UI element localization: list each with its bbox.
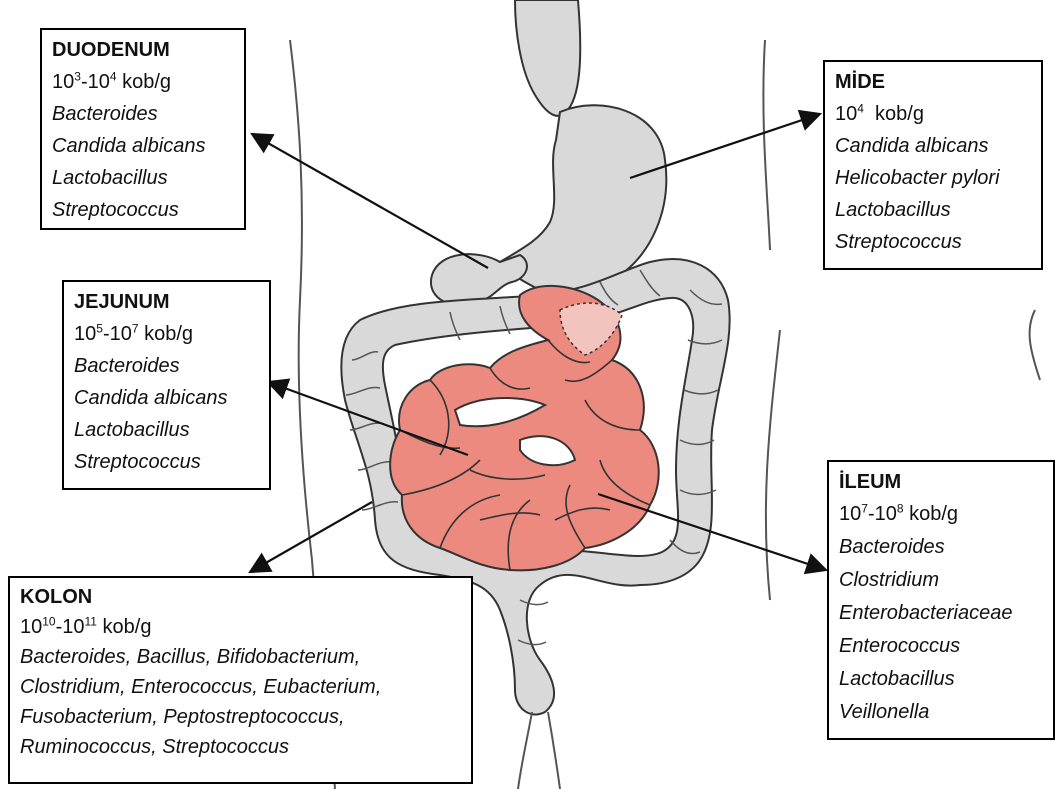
duodenum-title: DUODENUM [52, 34, 236, 66]
duodenum-count: 103-104 kob/g [52, 66, 236, 98]
ileum-organism: Clostridium [839, 564, 1045, 597]
mide-organism: Candida albicans [835, 130, 1033, 162]
jejunum-label-box: JEJUNUM 105-107 kob/g Bacteroides Candid… [62, 280, 271, 490]
mide-organism: Helicobacter pylori [835, 162, 1033, 194]
jejunum-organism: Lactobacillus [74, 414, 261, 446]
kolon-label-box: KOLON 1010-1011 kob/g Bacteroides, Bacil… [8, 576, 473, 784]
jejunum-organism: Candida albicans [74, 382, 261, 414]
rectum [518, 712, 560, 789]
jejunum-count: 105-107 kob/g [74, 318, 261, 350]
jejunum-organism: Streptococcus [74, 446, 261, 478]
duodenum-organism: Bacteroides [52, 98, 236, 130]
arrow-kolon [250, 502, 372, 572]
mide-label-box: MİDE 104 kob/g Candida albicans Helicoba… [823, 60, 1043, 270]
kolon-organism-line: Bacteroides, Bacillus, Bifidobacterium, [20, 642, 463, 672]
duodenum-label-box: DUODENUM 103-104 kob/g Bacteroides Candi… [40, 28, 246, 230]
ileum-title: İLEUM [839, 466, 1045, 498]
jejunum-organism: Bacteroides [74, 350, 261, 382]
mide-count: 104 kob/g [835, 98, 1033, 130]
mide-organism: Lactobacillus [835, 194, 1033, 226]
duodenum-organism: Streptococcus [52, 194, 236, 226]
kolon-organism-line: Clostridium, Enterococcus, Eubacterium, [20, 672, 463, 702]
duodenum-organism: Lactobacillus [52, 162, 236, 194]
kolon-count: 1010-1011 kob/g [20, 612, 463, 642]
ileum-organism: Lactobacillus [839, 663, 1045, 696]
ileum-organism: Veillonella [839, 696, 1045, 729]
ileum-organism: Enterococcus [839, 630, 1045, 663]
ileum-count: 107-108 kob/g [839, 498, 1045, 531]
arrow-duodenum [252, 134, 488, 268]
ileum-organism: Enterobacteriaceae [839, 597, 1045, 630]
jejunum-title: JEJUNUM [74, 286, 261, 318]
kolon-organism-line: Ruminococcus, Streptococcus [20, 732, 463, 762]
ileum-organism: Bacteroides [839, 531, 1045, 564]
kolon-title: KOLON [20, 582, 463, 612]
ileum-label-box: İLEUM 107-108 kob/g Bacteroides Clostrid… [827, 460, 1055, 740]
kolon-organism-line: Fusobacterium, Peptostreptococcus, [20, 702, 463, 732]
mide-organism: Streptococcus [835, 226, 1033, 258]
mide-title: MİDE [835, 66, 1033, 98]
duodenum-organism: Candida albicans [52, 130, 236, 162]
esophagus [515, 0, 580, 116]
